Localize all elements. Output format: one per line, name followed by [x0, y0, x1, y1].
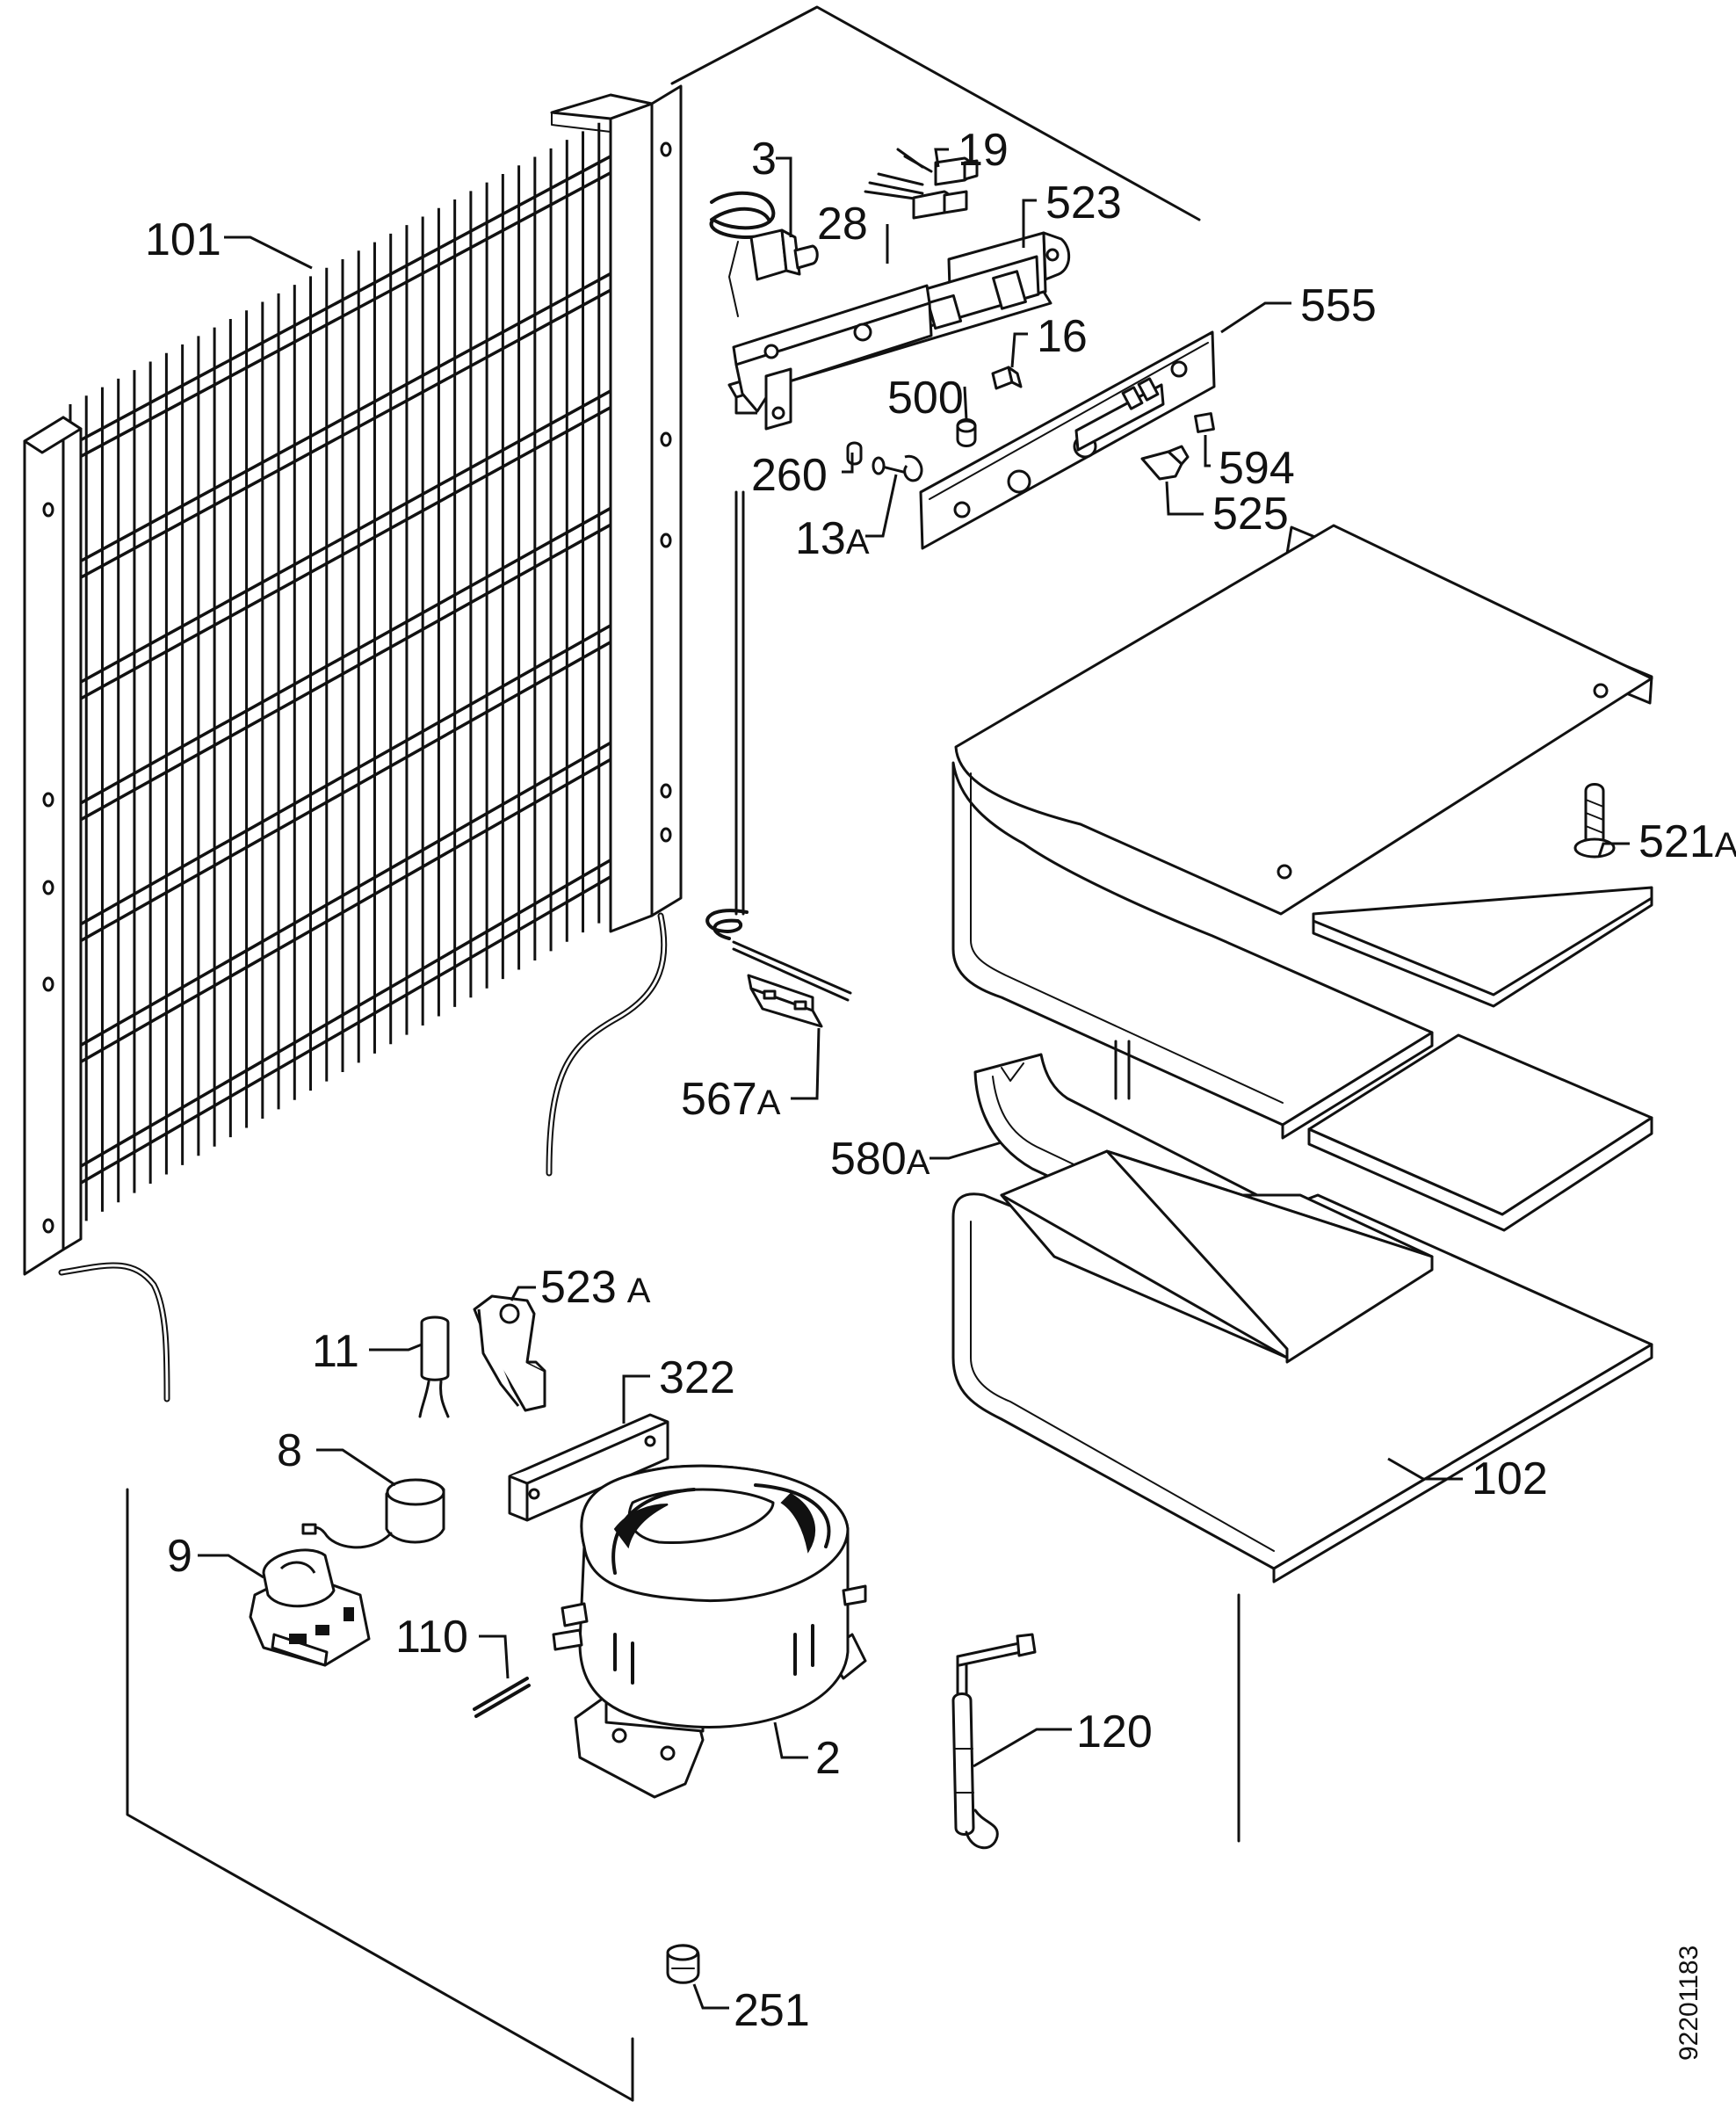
callout-500: 500 [887, 373, 964, 424]
overload-protector [301, 1478, 445, 1549]
callout-13a: 13A [795, 513, 870, 564]
small-control-parts [846, 366, 1023, 482]
cabinet-outline [126, 5, 1241, 2102]
bracket-hole [42, 502, 54, 518]
lamp-wires [864, 148, 979, 220]
callout-555: 555 [1300, 280, 1377, 331]
relay-bracket [473, 1294, 546, 1412]
callout-11: 11 [312, 1326, 359, 1377]
callout-521a: 521A [1638, 816, 1736, 867]
filter-drier [951, 1633, 1037, 1850]
bracket-hole [42, 880, 54, 895]
bracket-hole [660, 827, 672, 843]
callout-102: 102 [1472, 1453, 1548, 1504]
start-relay [249, 1548, 371, 1667]
callout-523: 523 [1045, 178, 1122, 228]
callout-260: 260 [751, 450, 828, 501]
callout-3: 3 [751, 134, 777, 185]
compressor [552, 1464, 867, 1799]
callout-525: 525 [1212, 489, 1289, 540]
bracket-hole [42, 976, 54, 992]
control-bracket [727, 231, 1071, 431]
callout-567a: 567A [681, 1074, 781, 1125]
bracket-hole [42, 1218, 54, 1234]
callout-9: 9 [167, 1531, 192, 1582]
callout-101: 101 [145, 214, 221, 265]
callout-594: 594 [1219, 443, 1295, 494]
document-id: 92201183 [1675, 1946, 1703, 2061]
callout-16: 16 [1037, 311, 1088, 362]
condenser [23, 84, 683, 1402]
callout-2: 2 [815, 1733, 841, 1784]
callout-19: 19 [958, 125, 1009, 176]
callout-110: 110 [395, 1612, 468, 1663]
capacitor [418, 1315, 450, 1418]
callout-580a: 580A [830, 1134, 930, 1185]
grommet-nut [666, 1944, 700, 1984]
front-panel [919, 330, 1216, 550]
leader-lines [198, 148, 1630, 2010]
callout-120: 120 [1076, 1707, 1153, 1758]
evaporator-covers [951, 524, 1653, 1584]
bracket-hole [660, 533, 672, 548]
pin [473, 1677, 531, 1718]
callout-8: 8 [277, 1425, 302, 1476]
sensor-clip [747, 974, 823, 1028]
callout-251: 251 [734, 1985, 810, 2036]
bracket-hole [660, 783, 672, 799]
compressor-bracket [508, 1413, 669, 1522]
callout-28: 28 [817, 199, 868, 250]
bracket-hole [42, 792, 54, 808]
thermostat [705, 191, 852, 1002]
callout-322: 322 [659, 1352, 735, 1403]
callout-labels: 101 3 19 28 523 555 16 500 260 594 13A 5… [145, 125, 1736, 2061]
bracket-hole [660, 431, 672, 447]
bracket-hole [660, 141, 672, 157]
